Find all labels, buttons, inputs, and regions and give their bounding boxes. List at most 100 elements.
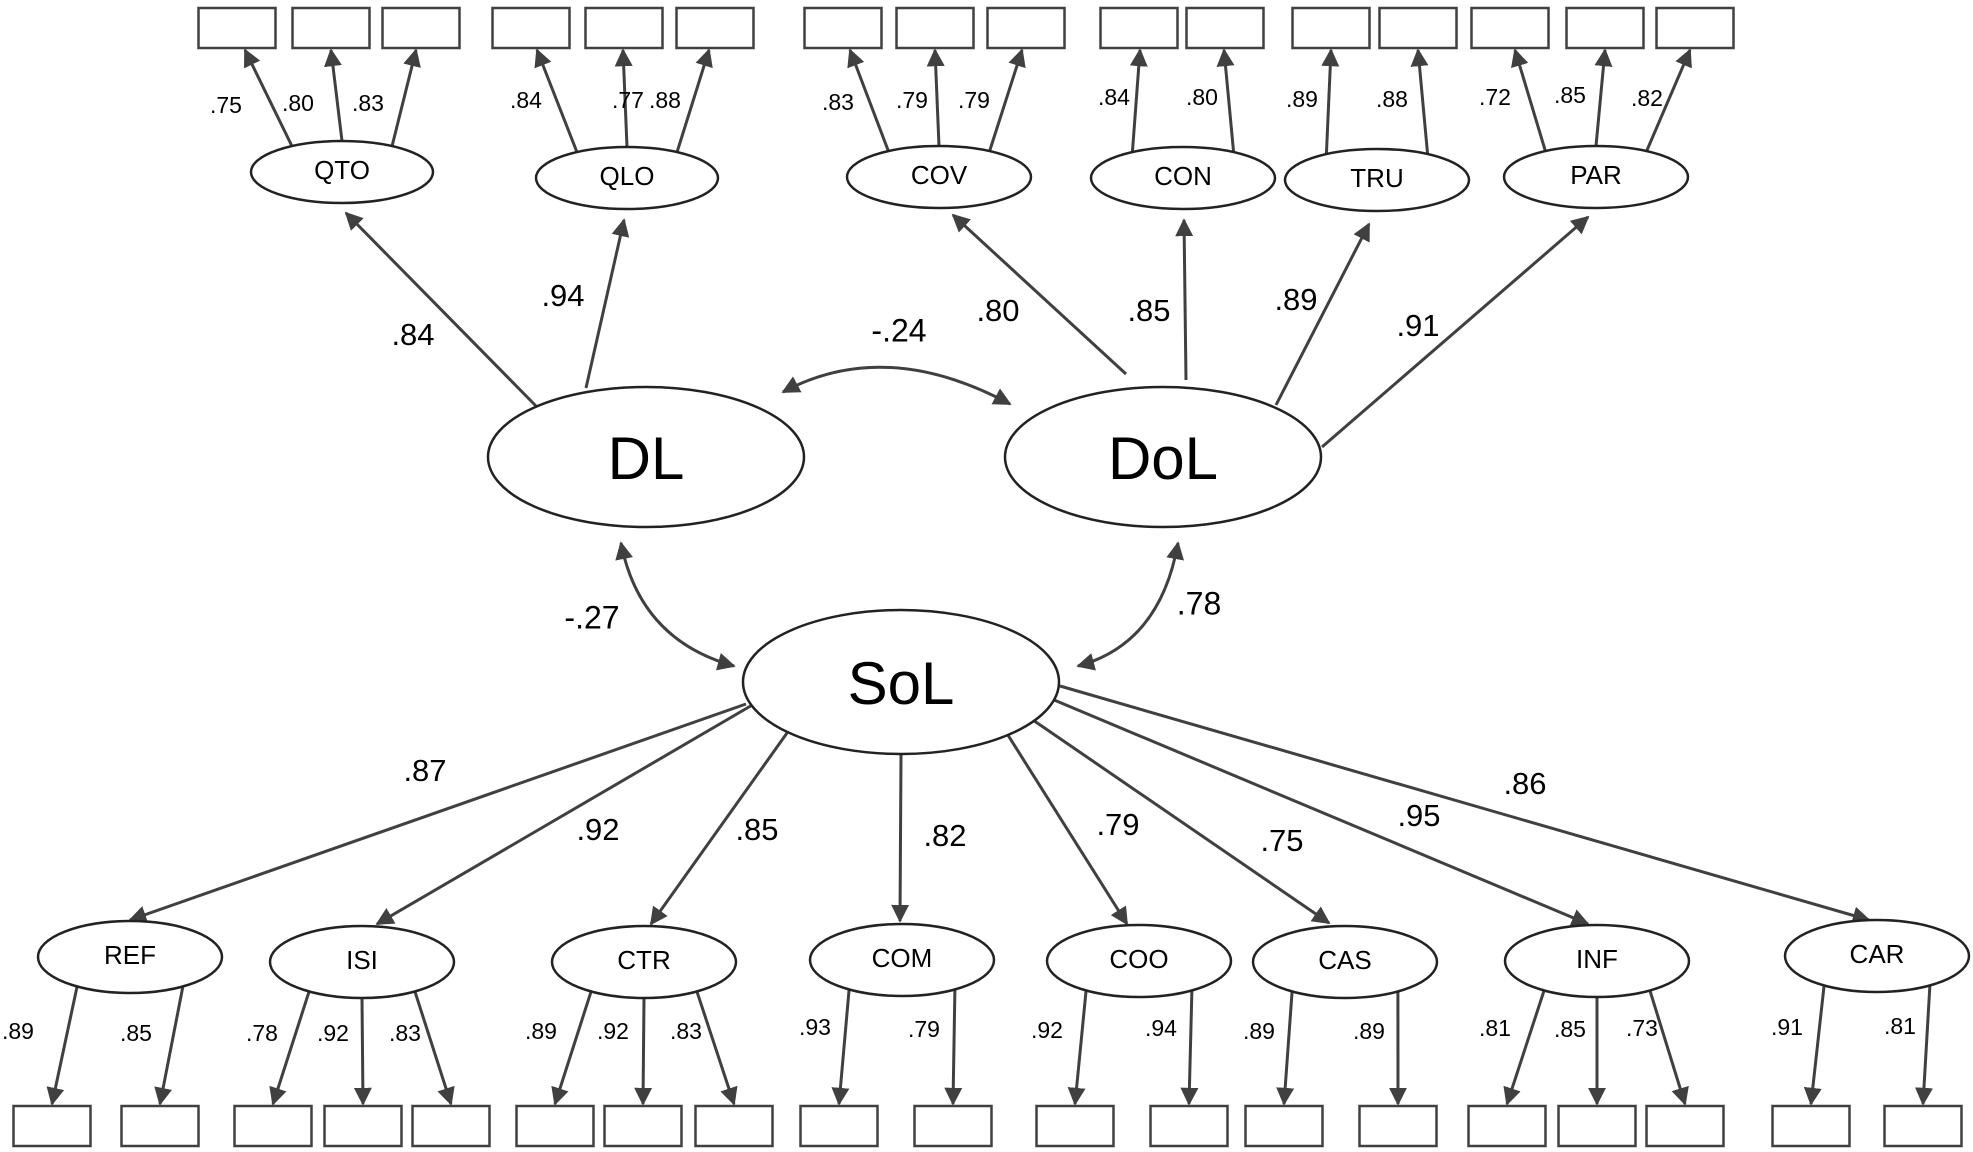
subfactor-com-label: COM [872,943,933,973]
subfactor-isi-label: ISI [346,945,378,975]
indicator-tru-2-arrow [1410,48,1430,155]
loading-cov-value: .80 [976,293,1019,328]
subfactor-qto-ellipse [249,139,435,205]
subfactor-isi-ellipse [268,924,456,1000]
subfactor-qlo-label: QLO [600,161,655,191]
indicator-cas-1-arrow [1276,991,1295,1106]
subfactor-ref-ellipse [36,919,224,995]
indicator-ctr-3-box [694,1104,774,1148]
loading-com-value: .82 [923,818,966,853]
indicator-coo-2-arrow [1180,990,1199,1106]
indicator-coo-1-box [1035,1104,1115,1148]
subfactor-cov-ellipse [845,144,1033,210]
loading-par-value: .91 [1396,308,1439,343]
loading-car-value: .86 [1503,766,1546,801]
indicator-com-1-arrow [831,989,851,1106]
loading-coo-arrow [1004,731,1129,926]
indicator-qlo-3-value: .88 [649,87,681,113]
loading-cas-arrow [1029,716,1331,925]
indicator-qlo-2-box [584,6,664,50]
indicator-ctr-3-arrow [695,990,738,1106]
indicator-tru-1-box [1291,6,1371,50]
indicator-cov-1-arrow [847,48,890,152]
indicator-isi-2-value: .92 [317,1020,349,1046]
loading-qto-arrow [344,211,538,408]
indicator-com-1-value: .93 [799,1014,831,1040]
indicator-qto-1-value: .75 [210,92,242,118]
indicator-qlo-3-box [675,6,755,50]
loading-tru-value: .89 [1274,282,1317,317]
indicator-qlo-1-value: .84 [510,87,542,113]
subfactor-coo-label: COO [1109,944,1168,974]
indicator-qto-3-value: .83 [352,90,384,116]
indicator-isi-3-value: .83 [389,1020,421,1046]
indicator-com-2-value: .79 [908,1016,940,1042]
indicator-tru-1-value: .89 [1286,86,1318,112]
indicator-cas-2-box [1358,1104,1438,1148]
loading-con-arrow [1175,218,1194,381]
indicator-qto-2-arrow [324,48,344,142]
indicator-isi-2-arrow [353,997,372,1106]
indicator-car-1-arrow [1803,985,1826,1106]
loading-par-arrow [1321,215,1590,449]
indicator-ref-2-value: .85 [120,1020,152,1046]
loading-qlo-value: .94 [541,278,584,313]
indicator-inf-1-value: .81 [1479,1015,1511,1041]
indicator-ctr-1-box [515,1104,595,1148]
indicator-ctr-1-value: .89 [525,1018,557,1044]
indicator-par-1-arrow [1511,48,1547,152]
loading-inf-arrow [1046,695,1590,927]
loading-ref-value: .87 [403,753,446,788]
correlation-dl-sol-value: -.27 [564,599,619,635]
indicator-qto-1-box [197,6,277,50]
subfactor-cov-label: COV [911,160,968,190]
indicator-car-2-arrow [1914,985,1933,1106]
loading-cas-value: .75 [1260,823,1303,858]
factor-dol-label: DoL [1108,425,1218,492]
subfactor-con-ellipse [1089,145,1277,211]
subfactor-inf-label: INF [1576,944,1618,974]
indicator-ref-1-arrow [46,986,79,1106]
paths-layer [46,48,1933,1106]
indicator-qto-3-arrow [390,48,421,147]
subfactor-coo-ellipse [1045,923,1233,999]
indicator-con-2-arrow [1216,48,1236,153]
indicator-cov-2-box [895,6,975,50]
subfactor-qlo-ellipse [534,145,720,211]
subfactor-inf-ellipse [1503,923,1691,999]
subfactor-cas-ellipse [1251,924,1439,1000]
indicator-cov-1-box [803,6,883,50]
indicator-car-2-value: .81 [1884,1013,1916,1039]
factor-dl-ellipse [486,385,806,529]
subfactor-par-ellipse [1502,144,1690,210]
indicator-ref-2-arrow [154,986,185,1106]
indicator-coo-2-value: .94 [1145,1015,1177,1041]
indicator-qto-2-value: .80 [282,90,314,116]
loading-coo-value: .79 [1096,807,1139,842]
indicator-tru-2-value: .88 [1376,86,1408,112]
indicator-coo-1-arrow [1067,990,1088,1106]
indicator-par-1-box [1470,6,1550,50]
indicator-par-3-value: .82 [1631,85,1663,111]
indicator-isi-3-arrow [413,990,455,1106]
indicator-cas-1-value: .89 [1243,1018,1275,1044]
indicator-con-1-value: .84 [1098,84,1130,110]
indicator-par-3-box [1655,6,1735,50]
indicator-cas-1-box [1244,1104,1324,1148]
indicator-ctr-2-value: .92 [597,1018,629,1044]
subfactor-qto-label: QTO [314,155,370,185]
indicator-cov-3-box [986,6,1066,50]
indicator-ref-1-value: .89 [2,1018,34,1044]
subfactor-tru-ellipse [1283,147,1471,213]
indicator-tru-2-box [1378,6,1458,50]
indicator-cov-2-arrow [926,48,945,147]
indicator-qto-1-arrow [243,48,294,147]
indicator-qlo-2-value: .77 [612,87,644,113]
loading-con-value: .85 [1127,293,1170,328]
factor-dl-label: DL [608,425,685,492]
subfactor-ref-label: REF [104,940,156,970]
indicator-isi-3-box [411,1104,491,1148]
subfactor-tru-label: TRU [1350,163,1403,193]
loading-qlo-arrow [584,218,630,389]
